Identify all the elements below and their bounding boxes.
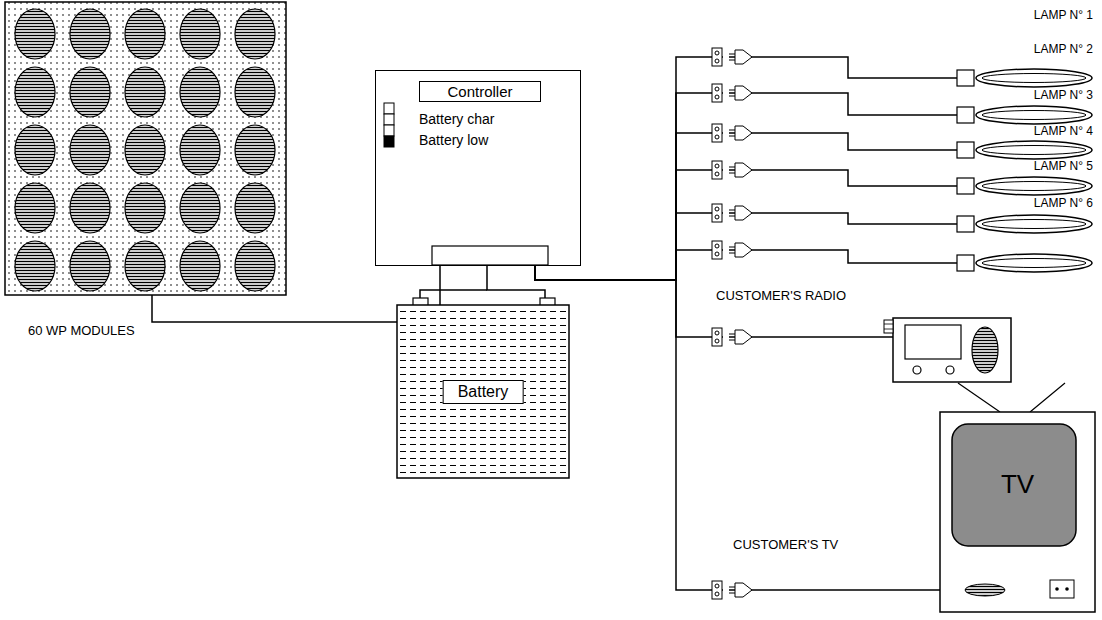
- indicator-label: Battery char: [419, 111, 494, 127]
- wire-connector: [535, 57, 957, 280]
- lamp-node: LAMP N° 2: [957, 106, 1093, 124]
- tv-set: [940, 412, 1095, 612]
- radio-set: [884, 329, 893, 330]
- tv-antenna: [958, 383, 1065, 412]
- appliance-label: CUSTOMER'S RADIO: [716, 289, 846, 304]
- lamp-symbol: [976, 254, 1092, 272]
- lamp-label: LAMP N° 4: [1034, 125, 1093, 139]
- indicator-lights: [384, 114, 394, 125]
- lamp-symbol: [982, 220, 1086, 229]
- wire-connector: [487, 266, 545, 298]
- switch-plug: [712, 84, 752, 102]
- lamp-label: LAMP N° 3: [1034, 89, 1093, 103]
- lamp-symbol: [976, 141, 1092, 159]
- indicator-lights: [384, 103, 394, 147]
- solar-module: [5, 2, 286, 295]
- tv-set: [952, 424, 1076, 546]
- lamp-label: LAMP N° 1: [1034, 9, 1093, 23]
- indicator-lights: [384, 125, 394, 136]
- lamp-node: LAMP N° 3: [957, 141, 1093, 159]
- tv-set: [1065, 587, 1069, 591]
- tv-set: [1050, 580, 1074, 598]
- module-label: 60 WP MODULES: [28, 324, 135, 339]
- controller-title: Controller: [447, 83, 512, 100]
- battery-wire: [420, 290, 487, 298]
- battery-label: Battery: [443, 380, 524, 404]
- lamp-symbol: [982, 259, 1086, 268]
- lamp-symbol: [957, 69, 1092, 272]
- switch-plug: [712, 48, 752, 599]
- lamp-node: LAMP N° 5: [957, 215, 1093, 233]
- appliance-label: CUSTOMER'S TV: [733, 538, 838, 553]
- lamp-symbol: [982, 74, 1086, 83]
- lamp-symbol: [957, 178, 974, 194]
- radio-set: [893, 318, 1011, 382]
- lamp-symbol: [957, 142, 974, 158]
- lamp-label: LAMP N° 5: [1034, 160, 1093, 174]
- tv-set: [940, 412, 1095, 612]
- lamp-node: LAMP N° 4: [957, 177, 1093, 195]
- radio-set: [884, 324, 893, 325]
- radio-set: [946, 366, 954, 374]
- terminal-strip: [432, 246, 548, 265]
- lamp-node: LAMP N° 1: [957, 69, 1093, 87]
- lamp-symbol: [982, 182, 1086, 191]
- indicator-lights: [384, 136, 394, 147]
- lamp-label: LAMP N° 6: [1034, 197, 1093, 211]
- wire-connector: [535, 213, 957, 280]
- lamp-symbol: [957, 255, 974, 271]
- solar-module: [15, 67, 275, 117]
- radio-node: CUSTOMER'S RADIO: [893, 318, 1011, 382]
- switch-plug: [712, 241, 752, 259]
- solar-module: [15, 9, 275, 59]
- radio-set: [905, 325, 961, 359]
- radio-set: [913, 366, 921, 374]
- lamp-symbol: [976, 177, 1092, 195]
- switch-plug: [712, 204, 752, 222]
- lamp-symbol: [982, 111, 1086, 120]
- lamp-symbol: [957, 107, 974, 123]
- tv-set: [1055, 587, 1059, 591]
- battery-wire: [420, 290, 487, 298]
- lamp-label: LAMP N° 2: [1034, 43, 1093, 57]
- controller-box: Battery charBattery low Controller: [375, 70, 581, 266]
- radio-set: [884, 318, 1011, 382]
- wire-connector: [535, 133, 957, 280]
- switch-plug: [712, 581, 752, 599]
- lamp-node: LAMP N° 6: [957, 254, 1093, 272]
- tv-node: CUSTOMER'S TVTV: [940, 412, 1095, 612]
- controller-title-box: Controller: [419, 81, 541, 102]
- solar-module: [15, 183, 275, 233]
- lamp-symbol: [982, 146, 1086, 155]
- indicator-lights: [384, 103, 394, 114]
- terminal-strip: [432, 246, 548, 265]
- solar-module: [15, 241, 275, 291]
- switch-plug: [712, 48, 752, 66]
- wire-connector: [535, 266, 893, 337]
- tv-set: [965, 584, 1005, 596]
- radio-set: [884, 320, 893, 333]
- solar-module: [5, 2, 286, 295]
- lamp-symbol: [976, 69, 1092, 87]
- switch-plug: [712, 161, 752, 179]
- tv-screen-label: TV: [1001, 470, 1034, 500]
- tv-antenna: [958, 383, 1065, 412]
- switch-plug: [712, 124, 752, 142]
- lamp-symbol: [976, 106, 1092, 124]
- solar-module-node: 60 WP MODULES: [5, 2, 286, 295]
- solar-module: [15, 125, 275, 175]
- radio-set: [972, 327, 998, 373]
- battery-body: [397, 298, 569, 478]
- battery-node: Battery: [397, 298, 569, 478]
- wire-connector: [535, 93, 957, 280]
- lamp-symbol: [976, 215, 1092, 233]
- lamp-symbol: [957, 70, 974, 86]
- lamp-symbol: [957, 216, 974, 232]
- battery-body: [397, 305, 569, 478]
- wire-connector: [535, 170, 957, 280]
- wire-connector: [535, 266, 940, 590]
- switch-plug: [712, 328, 752, 346]
- indicator-label: Battery low: [419, 132, 488, 148]
